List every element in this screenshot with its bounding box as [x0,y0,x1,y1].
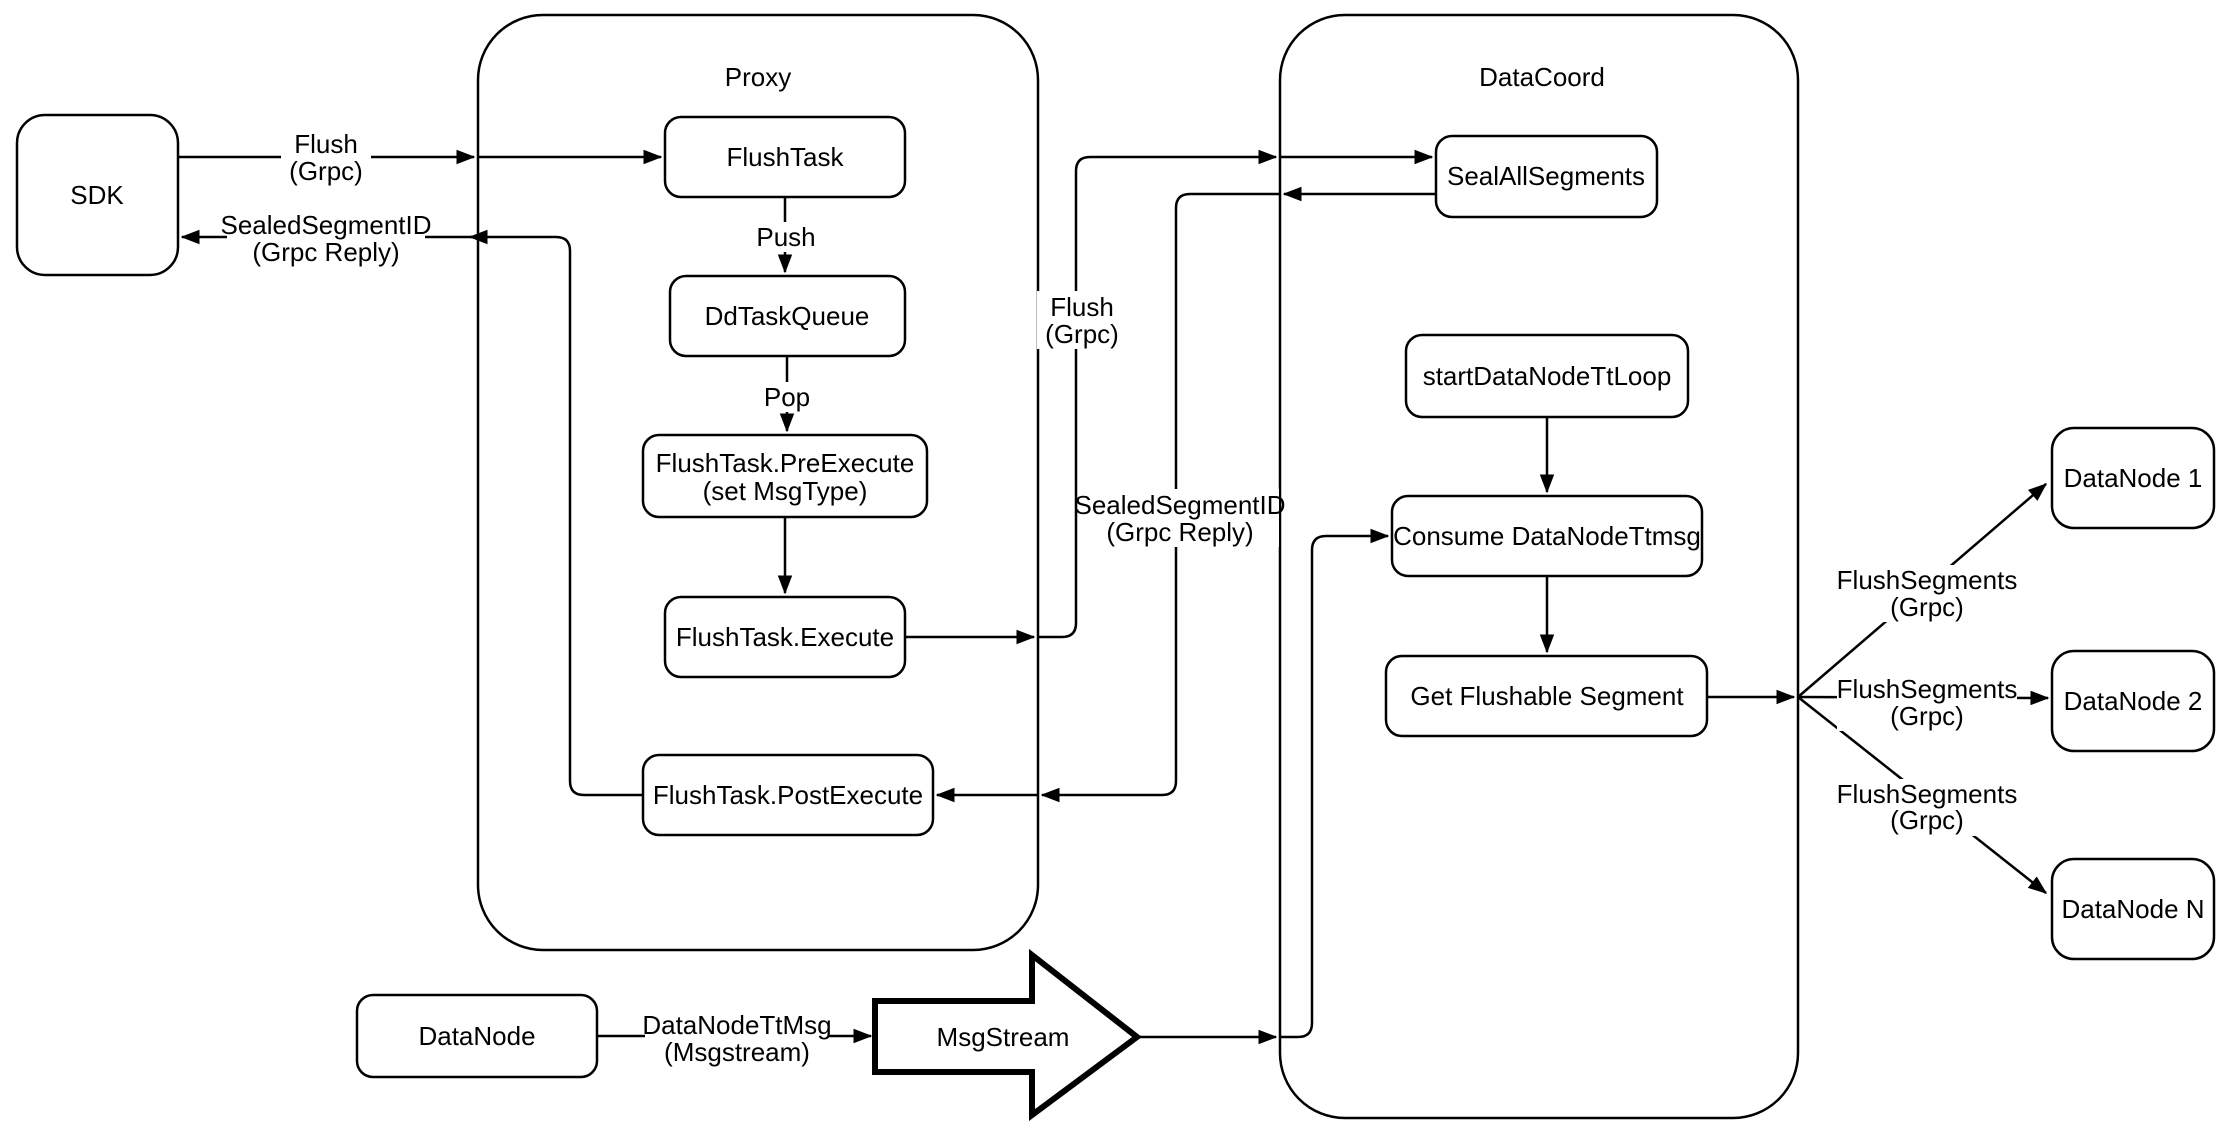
sealedsegmentid-datacoord-label-line2: (Grpc Reply) [1106,517,1253,547]
proxy-container [476,13,1040,952]
datanode-1-node [2050,426,2216,530]
sealedsegmentid-sdk-label-line2: (Grpc Reply) [252,237,399,267]
flush-grpc-datacoord-label-bg [1037,291,1127,349]
sealedsegmentid-sdk-label-line1: SealedSegmentID [220,210,431,240]
flush-grpc-datacoord-label-line2: (Grpc) [1045,319,1119,349]
push-label: Push [756,222,815,252]
pop-label: Pop [764,382,810,412]
flushsegments-3-label-line2: (Grpc) [1890,805,1964,835]
datanodettmsg-label-line1: DataNodeTtMsg [642,1010,831,1040]
datacoord-container [1278,13,1800,1120]
flush-grpc-sdk-label-bg [281,128,371,186]
flushsegments-3-label-bg [1837,779,2017,836]
flushsegments-1-label-line1: FlushSegments [1837,565,2018,595]
datacoord-container-title: DataCoord [1479,62,1605,92]
flushsegments-2-label-bg [1837,674,2017,731]
sealedsegmentid-sdk-label-bg [227,209,425,267]
flush-grpc-sdk-label-line2: (Grpc) [289,156,363,186]
sealedsegmentid-datacoord-label-line1: SealedSegmentID [1074,490,1285,520]
execute-node-label: FlushTask.Execute [676,622,894,652]
datanodettmsg-label-bg [645,1010,829,1066]
edge-proxy-edge-to-datacoord [1038,149,1278,639]
edge-datacoord-edge-to-consume [1280,528,1390,1039]
msgstream-block-arrow [872,948,1142,1121]
datanode-2-node [2050,649,2216,753]
flushsegments-3-label-line1: FlushSegments [1837,779,2018,809]
consumedatanodettmsg-node [1390,494,1704,578]
datanode-1-node-label: DataNode 1 [2064,463,2203,493]
execute-node [663,595,907,679]
datanode-n-node-label: DataNode N [2061,894,2204,924]
datanode-n-node [2050,857,2216,961]
startdatanodettloop-node-label: startDataNodeTtLoop [1423,361,1672,391]
flushtask-node-label: FlushTask [726,142,844,172]
sealallsegments-node [1434,134,1659,219]
flush-grpc-datacoord-label-line1: Flush [1050,292,1114,322]
sealallsegments-node-label: SealAllSegments [1447,161,1645,191]
flushsegments-2-label-line2: (Grpc) [1890,701,1964,731]
sealedsegmentid-datacoord-label-bg [1081,489,1279,547]
edge-postexecute-to-proxy-edge [468,229,643,797]
getflushablesegment-node-label: Get Flushable Segment [1410,681,1684,711]
sdk-node [15,113,180,277]
preexecute-node [641,433,929,519]
startdatanodettloop-node [1404,333,1690,419]
consumedatanodettmsg-node-label: Consume DataNodeTtmsg [1393,521,1701,551]
postexecute-node [641,753,935,837]
flush-grpc-sdk-label-line1: Flush [294,129,358,159]
flushsegments-1-label-bg [1837,565,2017,622]
datanodettmsg-label-line2: (Msgstream) [664,1037,810,1067]
preexecute-node-label-line1: FlushTask.PreExecute [656,448,915,478]
flushsegments-1-label-line2: (Grpc) [1890,592,1964,622]
flushsegments-2-label-line1: FlushSegments [1837,674,2018,704]
datanode-node-label: DataNode [418,1021,535,1051]
push-label-bg [750,222,822,252]
postexecute-node-label: FlushTask.PostExecute [653,780,923,810]
flushtask-node [663,115,907,199]
datanode-2-node-label: DataNode 2 [2064,686,2203,716]
preexecute-node-label-line2: (set MsgType) [703,476,868,506]
ddtaskqueue-node [668,274,907,358]
datanode-node [355,993,599,1079]
msgstream-label: MsgStream [937,1022,1070,1052]
ddtaskqueue-node-label: DdTaskQueue [705,301,870,331]
pop-label-bg [755,382,819,412]
getflushablesegment-node [1384,654,1709,738]
sdk-node-label: SDK [70,180,124,210]
proxy-container-title: Proxy [725,62,791,92]
